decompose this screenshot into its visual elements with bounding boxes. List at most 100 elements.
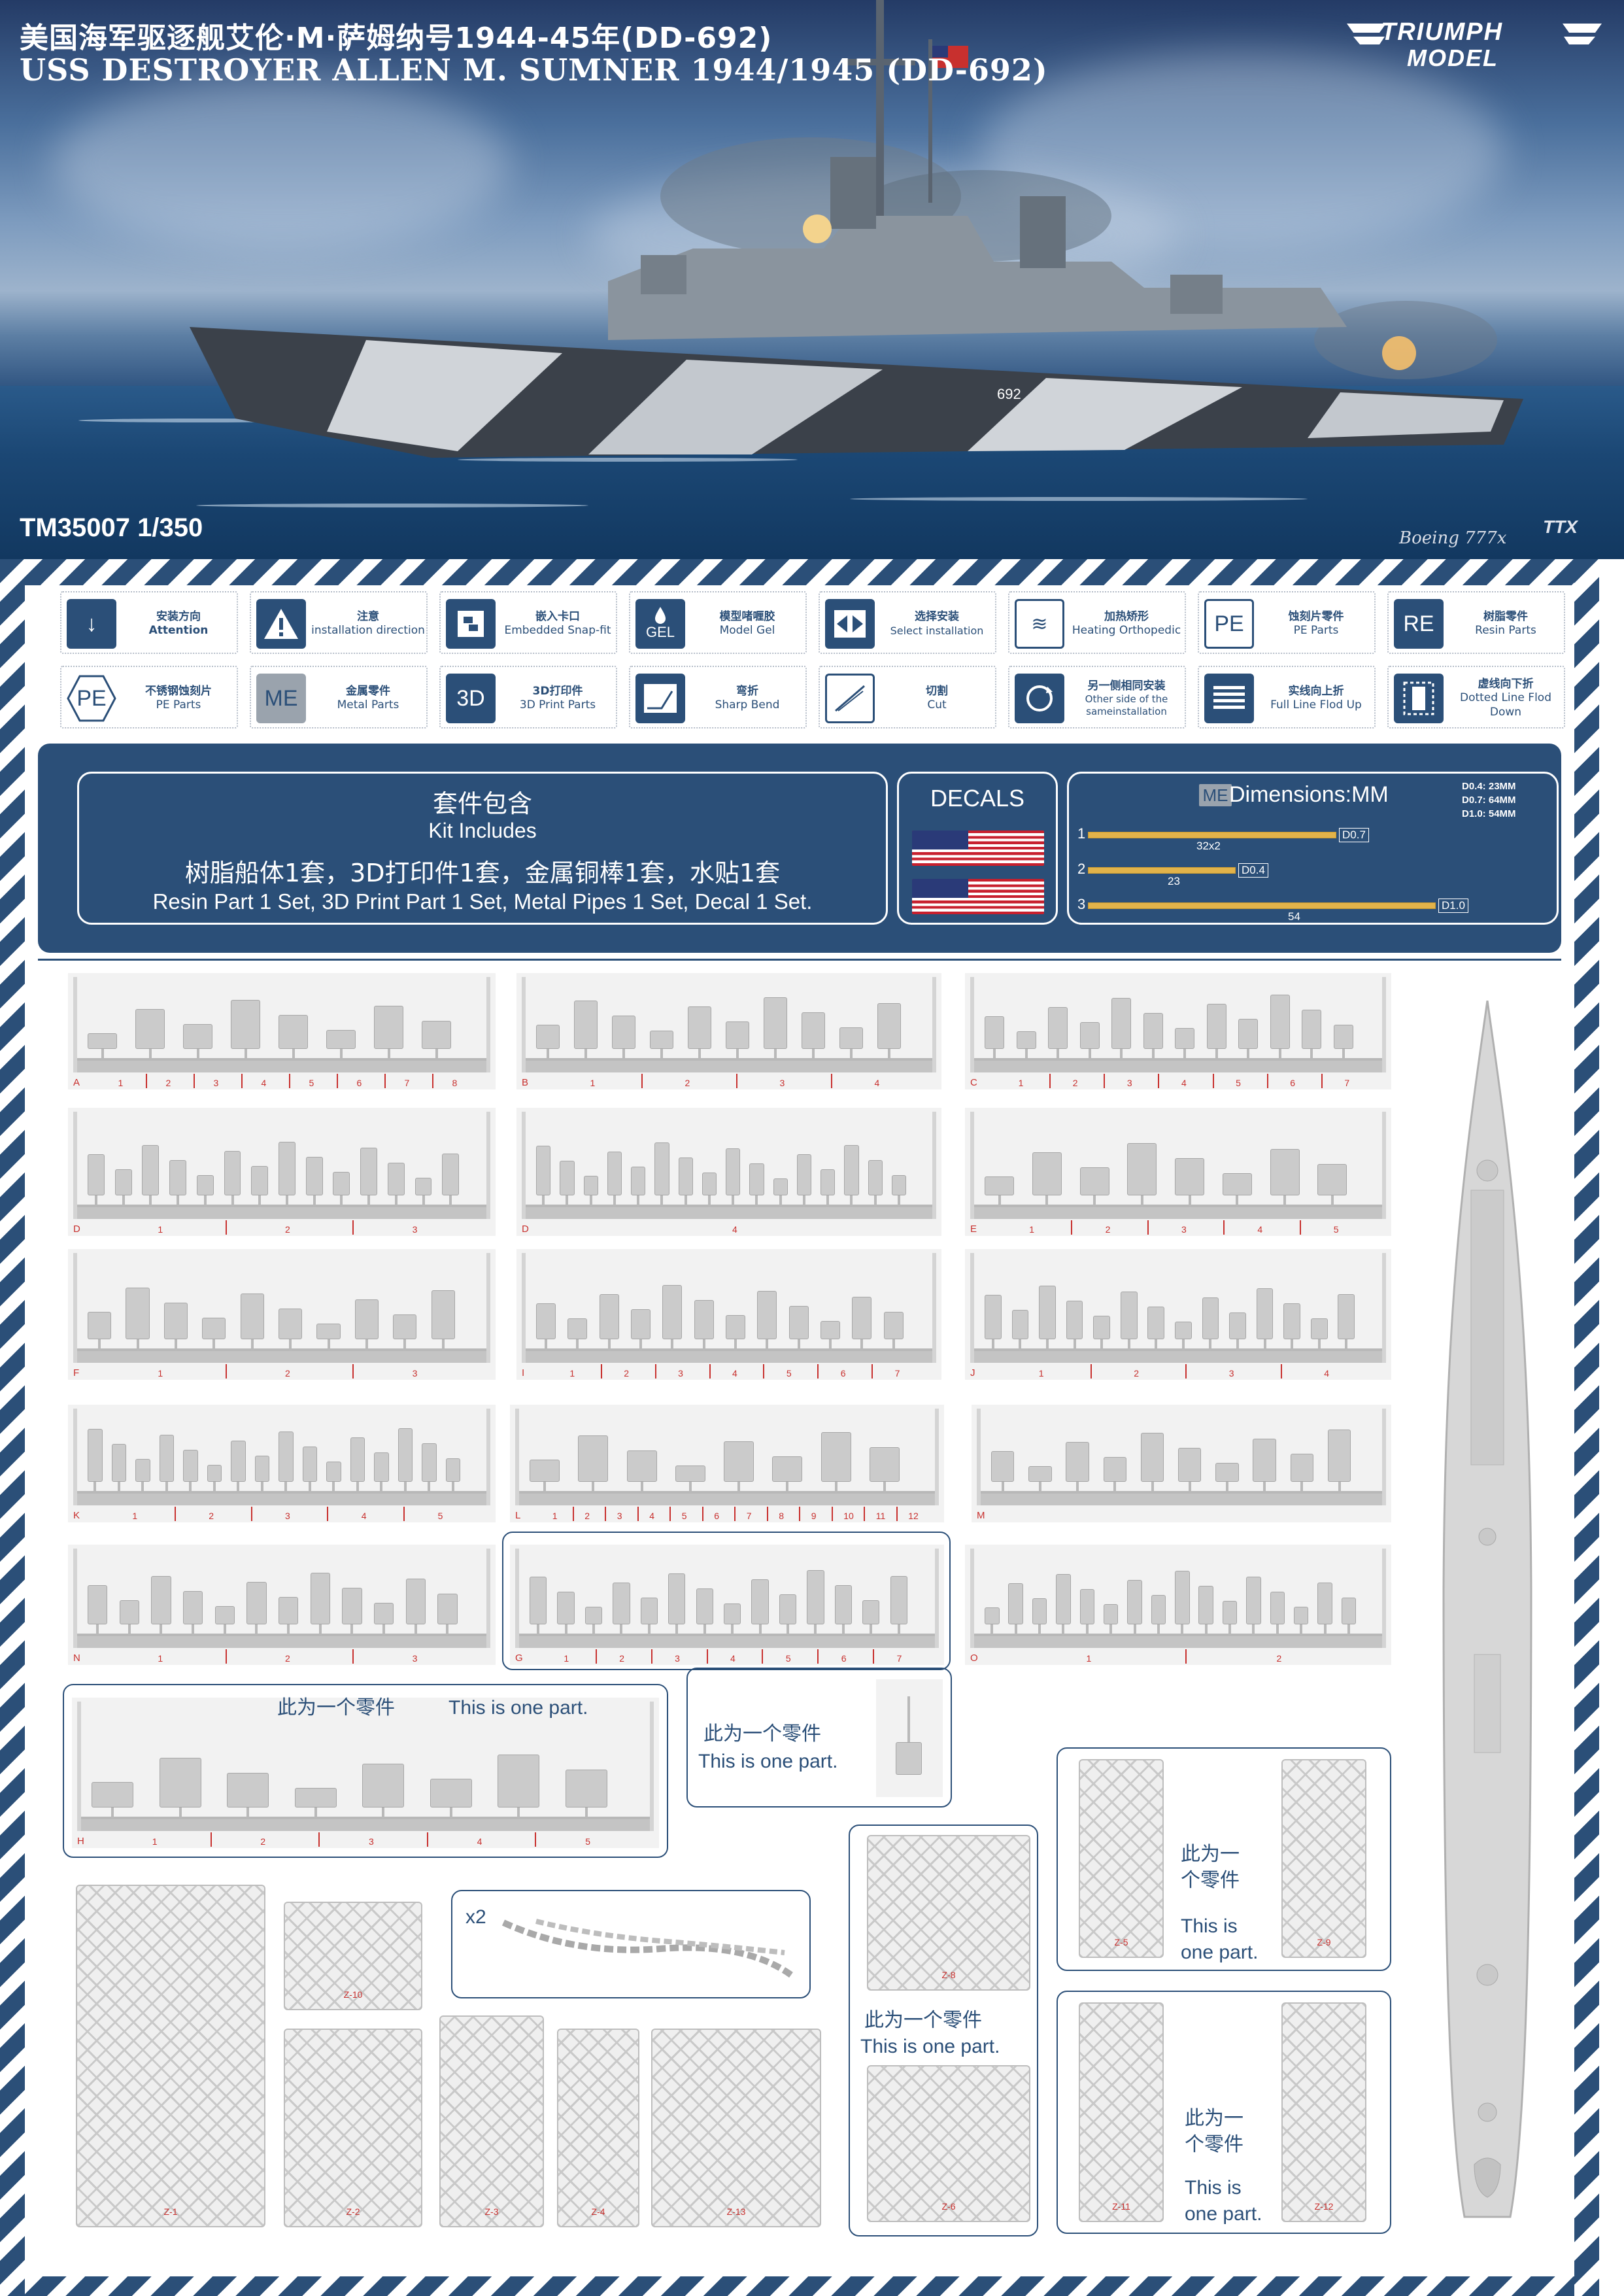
sprue-part-number: 12 — [908, 1511, 919, 1521]
sprue-part-number: 9 — [811, 1511, 817, 1521]
arrow-down-icon: ↓ — [67, 599, 116, 649]
note-one-part-en-3: This is one part. — [860, 2036, 1000, 2057]
sprue-letter: D — [522, 1224, 529, 1235]
stripe-top — [0, 559, 1624, 585]
sprue-part-number: 3 — [675, 1653, 680, 1664]
print-frame: Z-2 — [284, 2029, 422, 2227]
pipe-length-1: 32x2 — [1196, 840, 1221, 852]
sprue-part-number: 3 — [1228, 1368, 1234, 1379]
print-frame: Z-12 — [1281, 2002, 1366, 2222]
sprue-part-number: 6 — [840, 1368, 846, 1379]
print-frame: Z-9 — [1281, 1759, 1366, 1958]
triumph-model-logo: TRIUMPH MODEL — [1347, 17, 1602, 73]
pipe-bar-2 — [1088, 867, 1236, 874]
sprue-part-number: 2 — [1276, 1653, 1282, 1664]
sprue-letter: O — [970, 1653, 978, 1664]
section-divider — [38, 959, 1561, 961]
print-part-label: Z-4 — [591, 2206, 605, 2217]
sprue-part-number: 3 — [678, 1368, 683, 1379]
logo-bottom-text: MODEL — [1407, 44, 1498, 71]
dimensions-title: Dimensions:MM — [1229, 782, 1389, 807]
note-one-part-cn-1: 此为一个零件 — [277, 1696, 395, 1719]
dimensions-legend: D0.4: 23MM D0.7: 64MM D1.0: 54MM — [1462, 781, 1516, 819]
sprue-part-number: 5 — [1333, 1224, 1339, 1235]
note-one-part-en-4b: one part. — [1181, 1942, 1259, 1963]
sprue-part-number: 2 — [1072, 1078, 1078, 1088]
print-part-label: Z-12 — [1314, 2201, 1334, 2212]
decals-title: DECALS — [930, 785, 1025, 812]
sprue-part-number: 1 — [564, 1653, 569, 1664]
sprue-letter: K — [73, 1510, 80, 1521]
sprue-part-number: 3 — [617, 1511, 622, 1521]
note-one-part-en-2: This is one part. — [698, 1751, 838, 1772]
print-frame: Z-4 — [557, 2029, 639, 2227]
sprue-part-number: 5 — [1236, 1078, 1241, 1088]
sprue-part-number: 3 — [779, 1078, 785, 1088]
chain-quantity: x2 — [465, 1906, 486, 1928]
sprue-letter: A — [73, 1077, 80, 1088]
sprue-letter: N — [73, 1653, 80, 1664]
sprue-part-number: 4 — [1324, 1368, 1330, 1379]
stripe-bottom — [0, 2276, 1624, 2296]
sprue-part-number: 4 — [732, 1368, 737, 1379]
sprue-part-number: 2 — [619, 1653, 625, 1664]
note-one-part-cn-5a: 此为一 — [1185, 2107, 1243, 2130]
sprue-part-number: 8 — [452, 1078, 458, 1088]
fold-up-icon — [1204, 674, 1254, 723]
sprue-letter: B — [522, 1077, 529, 1088]
sprue-part-number: 6 — [1290, 1078, 1296, 1088]
product-code: TM35007 1/350 — [20, 513, 203, 542]
sprue-part-number: 5 — [786, 1368, 792, 1379]
z-parts-outline-1 — [849, 1825, 1038, 2236]
kit-title-en: Kit Includes — [428, 819, 537, 842]
pipe-diameter-1: D0.7 — [1339, 828, 1369, 842]
sprue-part-number: 10 — [843, 1511, 854, 1521]
print-part-label: Z-11 — [1112, 2201, 1130, 2212]
sprue-part-number: 3 — [285, 1511, 290, 1521]
pipe-index-2: 2 — [1077, 861, 1086, 877]
sprue-part-number: 1 — [1029, 1224, 1034, 1235]
anchor-chain — [501, 1919, 793, 1978]
sprue-part-number: 1 — [158, 1224, 163, 1235]
sprue-part-number: 2 — [165, 1078, 171, 1088]
sprue-letter: I — [522, 1367, 525, 1379]
pipe-bar-1 — [1088, 832, 1336, 838]
artist-signature: Boeing 777x — [1399, 528, 1507, 548]
note-one-part-cn-5b: 个零件 — [1185, 2133, 1243, 2156]
stripe-right — [1574, 559, 1599, 2296]
sprue-part-number: 1 — [1038, 1368, 1044, 1379]
sprue-part-number: 3 — [213, 1078, 219, 1088]
sprue-part-number: 6 — [356, 1078, 362, 1088]
destroyer-illustration — [190, 0, 1523, 458]
pipe-index-3: 3 — [1077, 896, 1086, 912]
pipe-index-1: 1 — [1077, 825, 1086, 842]
metal-icon: ME — [256, 674, 306, 723]
sprue-part-number: 3 — [1126, 1078, 1132, 1088]
kit-panel — [38, 744, 1561, 953]
sprue-part-number: 2 — [685, 1078, 690, 1088]
kit-title-cn: 套件包含 — [432, 789, 532, 818]
print-frame: Z-6 — [867, 2065, 1030, 2222]
sprue-part-number: 7 — [894, 1368, 900, 1379]
pipe-length-2: 23 — [1168, 875, 1180, 887]
print-part-label: Z-5 — [1114, 1937, 1128, 1947]
sprue-part-number: 3 — [412, 1653, 418, 1664]
pipe-bar-3 — [1088, 902, 1436, 909]
title-chinese: 美国海军驱逐舰艾伦·M·萨姆纳号1944-45年(DD-692) — [20, 22, 773, 55]
print-part-label: Z-8 — [941, 1970, 956, 1980]
hull-number: 692 — [997, 386, 1021, 402]
